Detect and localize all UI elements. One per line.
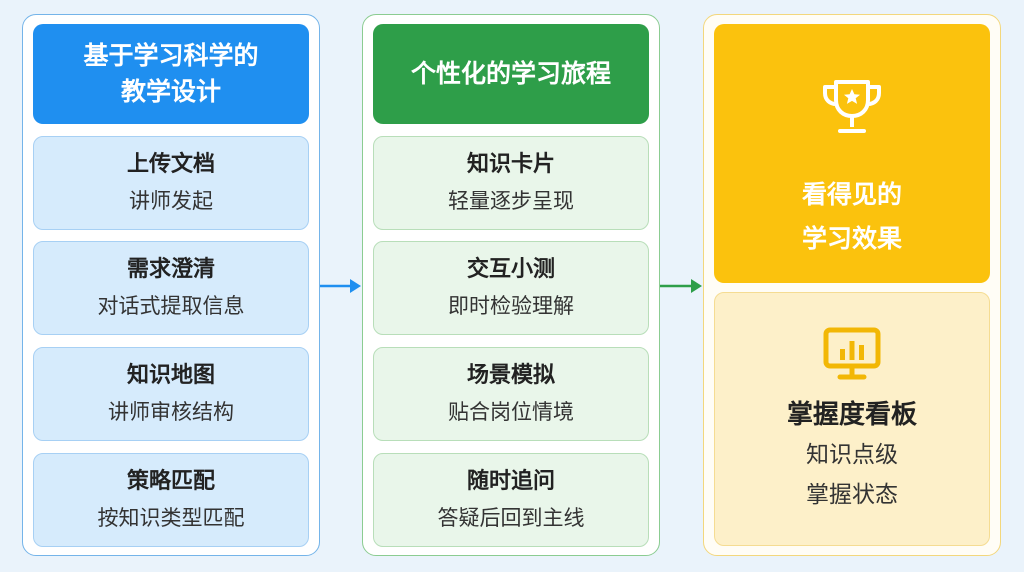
learning-journey-header: 个性化的学习旅程 bbox=[373, 24, 649, 124]
dashboard-icon bbox=[823, 327, 881, 380]
learning-journey-column: 个性化的学习旅程 知识卡片 轻量逐步呈现 交互小测 即时检验理解 场景模拟 贴合… bbox=[362, 14, 660, 556]
arrow-right-icon bbox=[660, 279, 702, 293]
card-subtitle: 贴合岗位情境 bbox=[448, 400, 574, 424]
dashboard-line: 知识点级 bbox=[806, 442, 898, 468]
card-title: 策略匹配 bbox=[126, 469, 215, 494]
dashboard-title: 掌握度看板 bbox=[786, 400, 917, 430]
card-subtitle: 对话式提取信息 bbox=[97, 294, 245, 318]
step-card-upload: 上传文档 讲师发起 bbox=[33, 136, 309, 230]
card-subtitle: 答疑后回到主线 bbox=[437, 506, 585, 530]
mastery-dashboard-card: 掌握度看板 知识点级 掌握状态 bbox=[714, 292, 990, 546]
card-subtitle: 轻量逐步呈现 bbox=[448, 189, 574, 213]
header-line: 基于学习科学的 bbox=[83, 41, 259, 70]
teaching-design-column: 基于学习科学的 教学设计 上传文档 讲师发起 需求澄清 对话式提取信息 知识地图… bbox=[22, 14, 320, 556]
step-card-knowledge-cards: 知识卡片 轻量逐步呈现 bbox=[373, 136, 649, 230]
outcome-title: 看得见的 学习效果 bbox=[802, 173, 902, 261]
card-title: 随时追问 bbox=[466, 469, 555, 494]
card-subtitle: 讲师发起 bbox=[129, 189, 213, 213]
card-title: 上传文档 bbox=[126, 152, 215, 177]
teaching-design-header: 基于学习科学的 教学设计 bbox=[33, 24, 309, 124]
learning-outcome-column: 看得见的 学习效果 掌握度看板 知识点级 掌握状态 bbox=[703, 14, 1001, 556]
step-card-scenario: 场景模拟 贴合岗位情境 bbox=[373, 347, 649, 441]
step-card-clarify: 需求澄清 对话式提取信息 bbox=[33, 241, 309, 335]
card-title: 交互小测 bbox=[466, 257, 555, 282]
outcome-title-line: 看得见的 bbox=[801, 180, 902, 209]
arrow-right-icon bbox=[320, 279, 361, 293]
header-line: 教学设计 bbox=[120, 77, 221, 106]
step-card-strategy: 策略匹配 按知识类型匹配 bbox=[33, 453, 309, 547]
trophy-icon bbox=[823, 80, 881, 133]
card-subtitle: 按知识类型匹配 bbox=[97, 506, 245, 530]
step-card-knowledge-map: 知识地图 讲师审核结构 bbox=[33, 347, 309, 441]
visible-outcome-card: 看得见的 学习效果 bbox=[714, 24, 990, 283]
card-title: 知识地图 bbox=[126, 363, 215, 388]
header-line: 个性化的学习旅程 bbox=[410, 59, 611, 88]
card-title: 需求澄清 bbox=[126, 257, 215, 282]
card-title: 知识卡片 bbox=[466, 152, 555, 177]
dashboard-line: 掌握状态 bbox=[806, 482, 898, 508]
card-subtitle: 即时检验理解 bbox=[448, 294, 574, 318]
step-card-followup: 随时追问 答疑后回到主线 bbox=[373, 453, 649, 547]
step-card-quiz: 交互小测 即时检验理解 bbox=[373, 241, 649, 335]
card-title: 场景模拟 bbox=[466, 363, 555, 388]
card-subtitle: 讲师审核结构 bbox=[108, 400, 234, 424]
outcome-title-line: 学习效果 bbox=[801, 224, 902, 253]
